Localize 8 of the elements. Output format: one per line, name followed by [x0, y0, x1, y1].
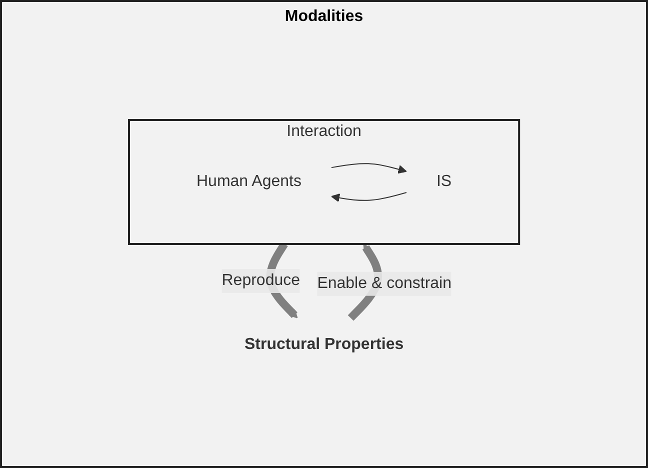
node-text: IS: [436, 173, 452, 190]
arrow: [331, 192, 407, 202]
node-text: Human Agents: [196, 173, 302, 190]
node-text: Structural Properties: [244, 336, 404, 353]
arrow: [330, 163, 407, 174]
edge-label: Enable & constrain: [317, 274, 452, 292]
edge-label: Reproduce: [222, 272, 300, 289]
annotation-text: Modalities: [284, 8, 364, 26]
